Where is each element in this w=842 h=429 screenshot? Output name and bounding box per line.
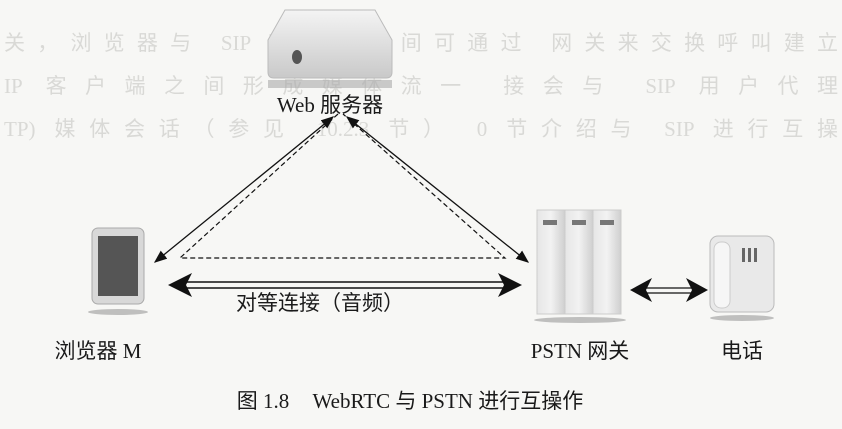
pstn-gateway-icon [534,209,626,323]
browser-label: 浏览器 M [55,339,142,363]
peer-connection-label: 对等连接（音频） [236,291,404,315]
figure-title: WebRTC 与 PSTN 进行互操作 [313,389,584,413]
telephone-icon [709,235,775,321]
gateway-label: PSTN 网关 [531,339,630,363]
web-server-label: Web 服务器 [277,93,383,117]
figure-number: 图 1.8 [237,389,290,413]
figure-caption: 图 1.8 WebRTC 与 PSTN 进行互操作 [237,389,583,413]
signaling-arrow-server-gateway [345,116,530,263]
web-server-icon [267,9,393,88]
bleed-through-text-2: IP 客户端之间形成媒体流一 接会与 SIP 用户代理 [4,74,838,98]
bleed-through-text-1: 关，浏览器与 SIP 客户端空间可通过 网关来交换呼叫建立 [4,31,838,55]
gateway-phone-arrow [630,278,708,302]
browser-tablet-icon [88,227,148,315]
dashed-signaling-path [178,113,507,259]
phone-label: 电话 [721,339,763,363]
signaling-arrow-browser-server [153,116,335,263]
peer-connection-arrow [168,273,522,297]
